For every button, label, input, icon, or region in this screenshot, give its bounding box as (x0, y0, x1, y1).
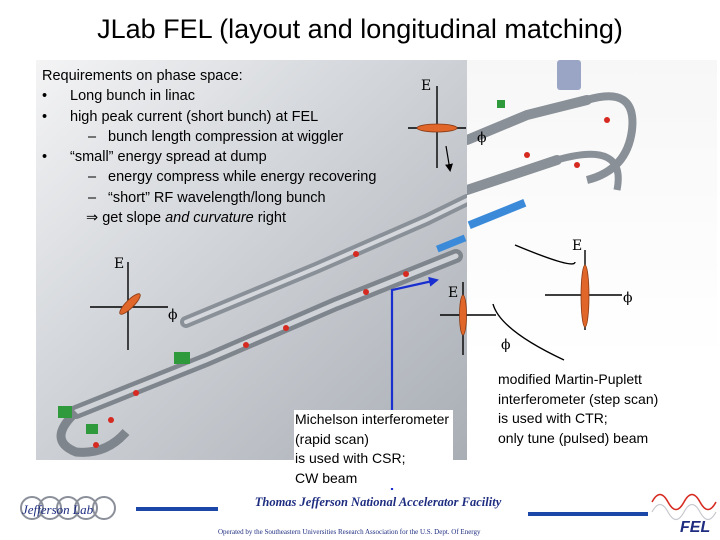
footer-lab-name: Thomas Jefferson National Accelerator Fa… (254, 495, 502, 509)
caption-michelson-line: is used with CSR; (295, 450, 406, 466)
caption-martin-puplett: modified Martin-Puplett interferometer (… (498, 370, 659, 448)
logo-left-text: Jefferson Lab (22, 502, 94, 517)
caption-mp-line: only tune (pulsed) beam (498, 429, 649, 446)
bunch-ellipse (416, 123, 458, 133)
implies-pre: get slope (102, 210, 166, 227)
fel-logo: FEL (651, 493, 717, 536)
logo-right-text: FEL (680, 519, 710, 536)
curve-arrow-top (514, 244, 576, 265)
label-e-top: E (421, 78, 432, 94)
implies-post: right (253, 210, 286, 227)
caption-mp-line: is used with CTR; (498, 410, 608, 426)
caption-mp-line: modified Martin-Puplett (498, 371, 642, 387)
bunch-ellipse (459, 294, 467, 336)
caption-mp-line: interferometer (step scan) (498, 390, 659, 407)
requirements-list: Requirements on phase space: Long bunch … (42, 66, 376, 228)
dash-bunch-compression: bunch length compression at wiggler (42, 127, 376, 148)
bunch-ellipse (119, 293, 141, 315)
label-phi-right: ϕ (623, 290, 633, 306)
jefferson-lab-logo: Jefferson Lab (20, 496, 116, 520)
implies-emphasis: and curvature (165, 210, 254, 227)
label-e-mid: E (448, 285, 459, 301)
phase-plot-wiggler (408, 86, 466, 172)
label-phi-left: ϕ (168, 307, 178, 323)
transport-arrow (445, 145, 453, 172)
dash-short-rf: “short” RF wavelength/long bunch (42, 188, 376, 209)
dash-energy-compress: energy compress while energy recovering (42, 167, 376, 188)
accelerator-photo-right (467, 60, 717, 360)
footer-bar-right (528, 512, 648, 516)
implies-symbol: ⇒ (86, 210, 99, 227)
bullet-energy-spread: “small” energy spread at dump (42, 147, 376, 168)
caption-michelson: Michelson interferometer (rapid scan) is… (294, 410, 454, 488)
label-phi-top: ϕ (477, 130, 487, 146)
label-phi-mid: ϕ (501, 337, 511, 353)
phase-plot-dump (492, 244, 622, 361)
slide-title: JLab FEL (layout and longitudinal matchi… (97, 14, 623, 44)
label-e-left: E (114, 256, 125, 272)
caption-michelson-line: (rapid scan) (295, 430, 369, 447)
caption-michelson-line: Michelson interferometer (295, 411, 450, 427)
label-e-right: E (572, 238, 583, 254)
bullet-peak-current: high peak current (short bunch) at FEL (42, 107, 376, 128)
curve-arrow-bottom (492, 303, 565, 361)
phase-plot-linac (90, 262, 168, 350)
requirements-heading: Requirements on phase space: (42, 68, 243, 84)
bunch-ellipse (580, 264, 590, 328)
footer-bar-left (136, 507, 218, 511)
bullet-long-bunch: Long bunch in linac (42, 86, 376, 107)
implies-line: ⇒ get slope and curvature right (42, 208, 376, 228)
footer-operated-by: Operated by the Southeastern Universitie… (218, 528, 481, 536)
caption-michelson-line: CW beam (295, 469, 358, 486)
